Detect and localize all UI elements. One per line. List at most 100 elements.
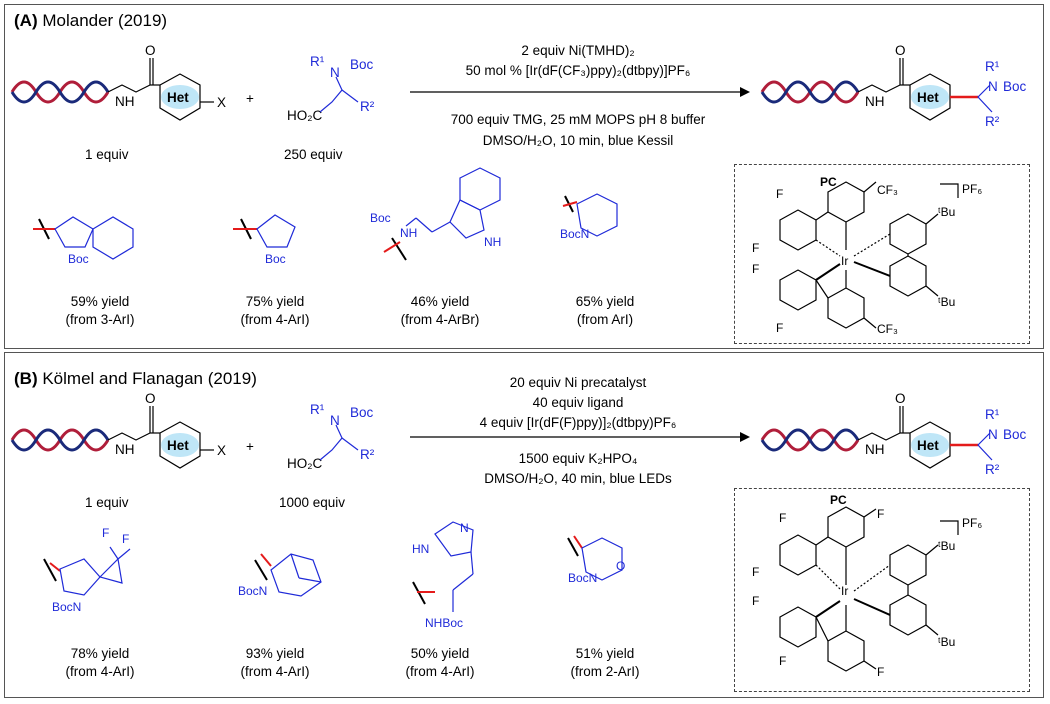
- panel-b-reagent-3: 4 equiv [Ir(dF(F)ppy)]₂(dtbpy)PF₆: [479, 415, 677, 430]
- example-b1-f2: F: [122, 532, 130, 546]
- pc-a-cf3-bottom: CF₃: [877, 322, 898, 336]
- dna-helix-a: [10, 80, 110, 104]
- example-a3-source: (from 4-ArBr): [400, 312, 480, 327]
- pc-a-f1: F: [776, 187, 784, 201]
- example-a4-bocn: BocN: [560, 227, 590, 241]
- halide-x-b: X: [217, 443, 227, 458]
- ho2c-a: HO₂C: [287, 108, 323, 123]
- pc-b-tbu-top: ᵗBu: [938, 539, 956, 553]
- example-a2-boc: Boc: [265, 252, 286, 266]
- example-a3-nh: NH: [400, 226, 418, 240]
- ho2c-b: HO₂C: [287, 456, 323, 471]
- pc-a-f4: F: [776, 321, 784, 335]
- het-label-a2: Het: [917, 90, 939, 105]
- panel-a-header: (A) Molander (2019): [14, 12, 167, 29]
- panel-a-reaction-arrow: [410, 87, 750, 97]
- panel-b-product: [760, 406, 993, 469]
- pc-b-f6: F: [877, 665, 885, 679]
- r1-a2: R¹: [985, 59, 1000, 74]
- pc-b-f2: F: [752, 565, 760, 579]
- example-b1-structure: [43, 546, 131, 596]
- panel-b-reagent-2: 40 equiv ligand: [532, 395, 624, 410]
- example-b3-source: (from 4-ArI): [405, 664, 475, 679]
- example-b1-yield: 78% yield: [70, 646, 130, 661]
- example-a4-yield: 65% yield: [575, 294, 635, 309]
- example-a4-structure: [562, 193, 618, 237]
- r1-b: R¹: [310, 402, 325, 417]
- pc-a-f2: F: [752, 241, 760, 255]
- panel-a-reagent-4: DMSO/H₂O, 10 min, blue Kessil: [482, 133, 674, 148]
- panel-b-substrate-equiv: 1 equiv: [85, 495, 129, 510]
- carbonyl-o-a2: O: [895, 43, 906, 58]
- n-a2: N: [988, 79, 998, 94]
- example-b1-source: (from 4-ArI): [65, 664, 135, 679]
- example-b4-source: (from 2-ArI): [570, 664, 640, 679]
- panel-a-reagent-1: 2 equiv Ni(TMHD)₂: [521, 43, 635, 58]
- example-b3-structure: [412, 521, 474, 612]
- pc-b-tbu-bottom: ᵗBu: [938, 635, 956, 649]
- panel-b-reagent-5: DMSO/H₂O, 40 min, blue LEDs: [484, 471, 672, 486]
- example-b1-f1: F: [102, 526, 110, 540]
- panel-a-reagent-2: 50 mol % [Ir(dF(CF₃)ppy)₂(dtbpy)]PF₆: [465, 63, 691, 78]
- panel-a-reagent-3: 700 equiv TMG, 25 mM MOPS pH 8 buffer: [450, 112, 706, 127]
- example-b4-bocn: BocN: [568, 571, 598, 585]
- panel-a-dna-substrate: [10, 58, 214, 121]
- r2-b: R²: [360, 447, 375, 462]
- n-a: N: [330, 65, 340, 80]
- pc-b-f4: F: [779, 654, 787, 668]
- example-a2-yield: 75% yield: [245, 294, 305, 309]
- plus-a: +: [246, 91, 254, 106]
- het-label-b2: Het: [917, 438, 939, 453]
- pc-a-ir: Ir: [841, 254, 849, 268]
- panel-a-photocatalyst-box: [734, 164, 1030, 344]
- amide-nh-a1: NH: [115, 94, 135, 109]
- panel-b-title: Kölmel and Flanagan (2019): [42, 369, 257, 388]
- amino-acid-a: [319, 76, 359, 113]
- carbonyl-o-b1: O: [145, 391, 156, 406]
- boc-a2: Boc: [1003, 79, 1027, 94]
- panel-a-ir-complex: [779, 181, 959, 329]
- boc-b2: Boc: [1003, 427, 1027, 442]
- panel-a-tag: (A): [14, 11, 38, 30]
- example-b2-source: (from 4-ArI): [240, 664, 310, 679]
- r2-a2: R²: [985, 114, 1000, 129]
- example-a1-source: (from 3-ArI): [65, 312, 135, 327]
- example-a4-source: (from ArI): [576, 312, 634, 327]
- pc-b-f5: F: [877, 507, 885, 521]
- example-a1-yield: 59% yield: [70, 294, 130, 309]
- pc-a-pf6: PF₆: [962, 182, 983, 196]
- r2-a: R²: [360, 99, 375, 114]
- panel-b-acid-equiv: 1000 equiv: [279, 495, 346, 510]
- amide-nh-b2: NH: [865, 442, 885, 457]
- example-a3-boc: Boc: [370, 211, 391, 225]
- example-a1-boc: Boc: [68, 252, 89, 266]
- het-label-a1: Het: [167, 90, 189, 105]
- example-a3-indole-nh: NH: [484, 235, 502, 249]
- boc-a: Boc: [350, 57, 374, 72]
- example-b3-hn: HN: [412, 542, 430, 556]
- halide-x-a: X: [217, 95, 227, 110]
- example-a3-yield: 46% yield: [410, 294, 470, 309]
- r1-b2: R¹: [985, 407, 1000, 422]
- example-b4-o: O: [616, 559, 626, 573]
- r1-a: R¹: [310, 54, 325, 69]
- pc-b-ir: Ir: [841, 584, 849, 598]
- panel-b-photocatalyst-box: [734, 488, 1030, 692]
- carbonyl-o-a1: O: [145, 43, 156, 58]
- panel-b-ir-complex: [779, 506, 959, 672]
- panel-b-pc-label: PC: [830, 493, 847, 507]
- example-a2-structure: [233, 214, 296, 248]
- panel-a-pc-label: PC: [820, 175, 837, 189]
- amide-nh-a2: NH: [865, 94, 885, 109]
- panel-b-frame: [4, 352, 1044, 698]
- plus-b: +: [246, 439, 254, 454]
- panel-b-tag: (B): [14, 369, 38, 388]
- example-b4-structure: [567, 535, 623, 581]
- r2-b2: R²: [985, 462, 1000, 477]
- panel-b-reaction-arrow: [410, 432, 750, 442]
- panel-b-reagent-1: 20 equiv Ni precatalyst: [509, 375, 647, 390]
- het-label-b1: Het: [167, 438, 189, 453]
- example-a3-structure: [383, 167, 501, 261]
- example-b1-bocn: BocN: [52, 600, 82, 614]
